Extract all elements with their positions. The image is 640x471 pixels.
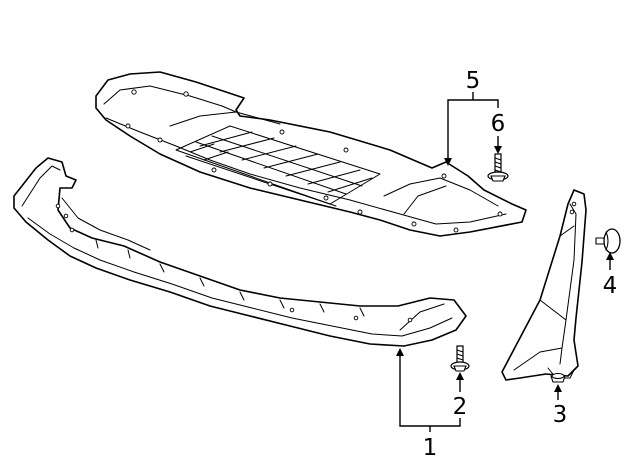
bolt-6 — [487, 153, 509, 182]
leader-5 — [444, 92, 499, 166]
callout-6: 6 — [491, 111, 506, 137]
leader-2 — [456, 372, 464, 392]
clip-3 — [550, 373, 566, 383]
leader-4 — [606, 252, 614, 270]
bolt-2 — [450, 345, 470, 372]
push-clip-4 — [595, 228, 621, 254]
leader-6 — [494, 136, 502, 154]
splash-shield — [95, 71, 527, 237]
bumper-lip-spoiler — [13, 157, 467, 347]
leader-3 — [554, 384, 562, 400]
callout-4: 4 — [603, 273, 618, 299]
callout-5: 5 — [466, 68, 481, 94]
leader-1 — [396, 348, 461, 432]
callout-1: 1 — [423, 435, 438, 461]
callout-3: 3 — [553, 402, 568, 428]
vent-grid — [175, 125, 381, 207]
callout-2: 2 — [453, 394, 468, 420]
